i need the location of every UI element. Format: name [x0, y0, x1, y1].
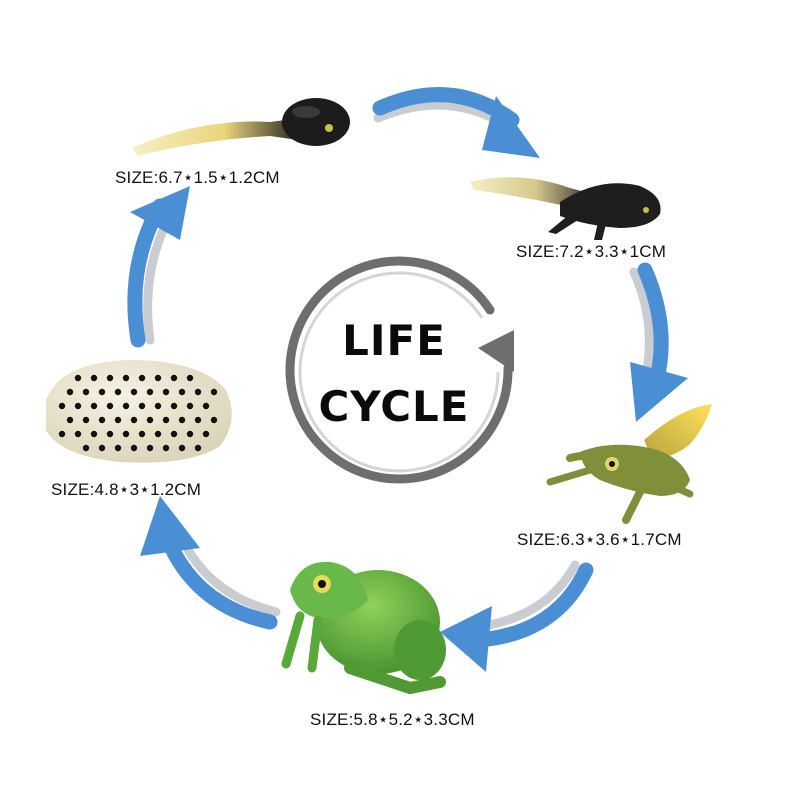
egg-dot: [122, 430, 130, 438]
egg-dot: [146, 416, 154, 424]
egg-dot: [154, 402, 162, 410]
stage-label-frog: SIZE:5.8⋆5.2⋆3.3CM: [310, 710, 475, 729]
stage-label-eggs: SIZE:4.8⋆3⋆1.2CM: [51, 480, 202, 499]
egg-dot: [130, 444, 138, 452]
cycle-arrow-4: [140, 496, 281, 630]
egg-dot: [138, 374, 146, 382]
egg-dot: [210, 388, 218, 396]
stage-label-tadpole: SIZE:6.7⋆1.5⋆1.2CM: [115, 168, 280, 187]
stage-label-tadpole-legs: SIZE:7.2⋆3.3⋆1CM: [516, 242, 667, 261]
egg-dot: [130, 416, 138, 424]
egg-dot: [90, 402, 98, 410]
egg-dot: [146, 388, 154, 396]
egg-dot: [202, 402, 210, 410]
tadpole-eye-icon: [325, 124, 333, 132]
egg-dot: [146, 444, 154, 452]
tadpole-legs-figure: [470, 177, 661, 240]
egg-dot: [186, 402, 194, 410]
center-title-line2: CYCLE: [318, 382, 470, 431]
egg-dot: [66, 388, 74, 396]
egg-dot: [194, 388, 202, 396]
egg-dot: [106, 430, 114, 438]
egg-dot: [58, 402, 66, 410]
egg-dot: [114, 388, 122, 396]
egg-dot: [90, 430, 98, 438]
egg-dot: [138, 430, 146, 438]
egg-dot: [178, 416, 186, 424]
egg-dot: [106, 402, 114, 410]
egg-dot: [178, 444, 186, 452]
egg-dot: [170, 374, 178, 382]
center-title-line1: LIFE: [342, 316, 446, 365]
egg-dot: [186, 374, 194, 382]
egg-dot: [82, 388, 90, 396]
egg-dot: [154, 374, 162, 382]
egg-dot: [98, 416, 106, 424]
egg-dot: [130, 388, 138, 396]
egg-dot: [82, 416, 90, 424]
egg-dot: [90, 374, 98, 382]
egg-dot: [106, 374, 114, 382]
egg-dot: [66, 416, 74, 424]
egg-dot: [162, 416, 170, 424]
stage-label-froglet: SIZE:6.3⋆3.6⋆1.7CM: [517, 530, 682, 549]
cycle-arrow-2: [629, 262, 688, 422]
egg-dot: [170, 430, 178, 438]
tadpole-figure: [132, 98, 350, 156]
tadpole-legs-eye-icon: [643, 207, 649, 213]
egg-dot: [138, 402, 146, 410]
cycle-arrow-3: [440, 560, 594, 672]
egg-dot: [114, 416, 122, 424]
center-cycle-ring: [285, 256, 514, 484]
cycle-arrow-5: [127, 186, 190, 348]
egg-dot: [170, 402, 178, 410]
egg-dot: [122, 374, 130, 382]
froglet-figure: [546, 404, 712, 524]
egg-dot: [194, 416, 202, 424]
egg-dot: [202, 430, 210, 438]
egg-dot: [74, 402, 82, 410]
egg-dot: [122, 402, 130, 410]
ring-arrowhead-icon: [478, 330, 514, 372]
egg-dot: [178, 388, 186, 396]
egg-dot: [98, 444, 106, 452]
frog-figure: [281, 561, 446, 695]
egg-dot: [74, 374, 82, 382]
egg-dot: [162, 388, 170, 396]
egg-dot: [114, 444, 122, 452]
egg-dot: [210, 416, 218, 424]
eggs-figure: [46, 360, 232, 463]
egg-dot: [98, 388, 106, 396]
egg-dot: [162, 444, 170, 452]
egg-dot: [74, 430, 82, 438]
egg-dot: [58, 430, 66, 438]
egg-dot: [186, 430, 194, 438]
egg-dot: [82, 444, 90, 452]
egg-dot: [154, 430, 162, 438]
egg-dot: [194, 444, 202, 452]
cycle-arrow-1: [372, 87, 540, 158]
